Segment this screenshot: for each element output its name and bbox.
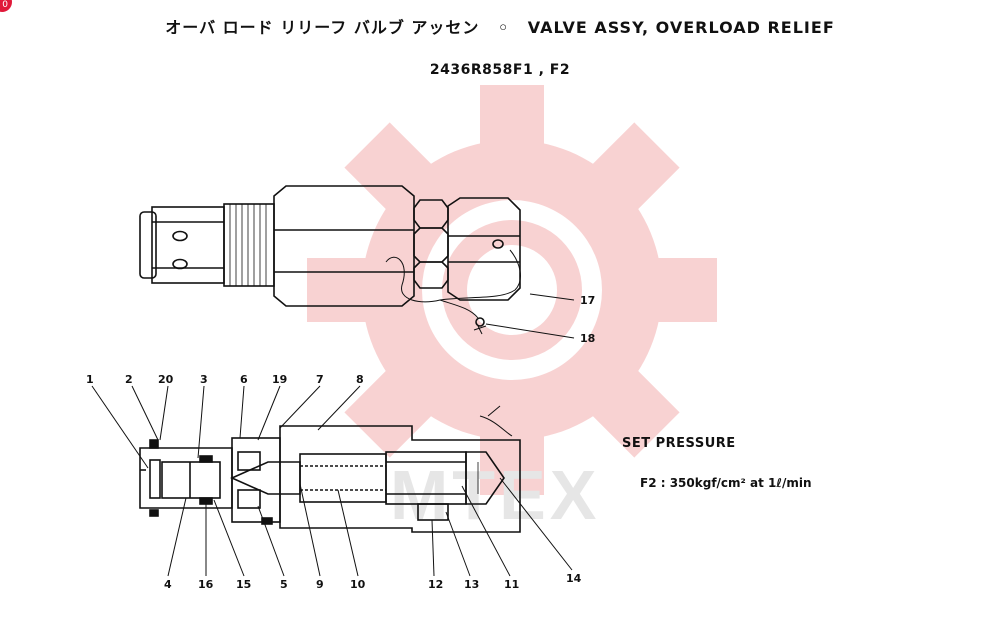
callout-8: 8 [356,373,364,386]
title-japanese: オーバ ロード リリーフ バルブ アッセン [165,18,480,37]
callout-14: 14 [566,572,582,585]
callout-3: 3 [200,373,208,386]
callout-16: 16 [198,578,214,591]
callout-20: 20 [158,373,174,386]
corner-badge-text: 0 [2,0,8,10]
callout-15: 15 [236,578,251,591]
set-pressure-value: F2 : 350kgf/cm² at 1ℓ/min [640,476,812,490]
callout-13: 13 [464,578,479,591]
page-title: オーバ ロード リリーフ バルブ アッセン ◦ VALVE ASSY, OVER… [0,14,1000,38]
title-separator: ◦ [497,18,510,37]
title-english: VALVE ASSY, OVERLOAD RELIEF [527,18,835,37]
watermark-text: MTEX [390,456,601,534]
callout-19: 19 [272,373,287,386]
set-pressure-heading: SET PRESSURE [622,436,736,451]
callout-10: 10 [350,578,366,591]
callout-2: 2 [125,373,133,386]
callout-7: 7 [316,373,324,386]
callout-5: 5 [280,578,288,591]
callout-4: 4 [164,578,172,591]
callout-12: 12 [428,578,443,591]
callout-18: 18 [580,332,595,345]
part-number: 2436R858F1 , F2 [429,62,571,78]
callout-6: 6 [240,373,248,386]
section-view [139,405,521,533]
callout-17: 17 [580,294,595,307]
callout-11: 11 [504,578,519,591]
external-view [139,185,521,335]
callout-9: 9 [316,578,324,591]
corner-badge: 0 [0,0,12,12]
callout-1: 1 [86,373,94,386]
